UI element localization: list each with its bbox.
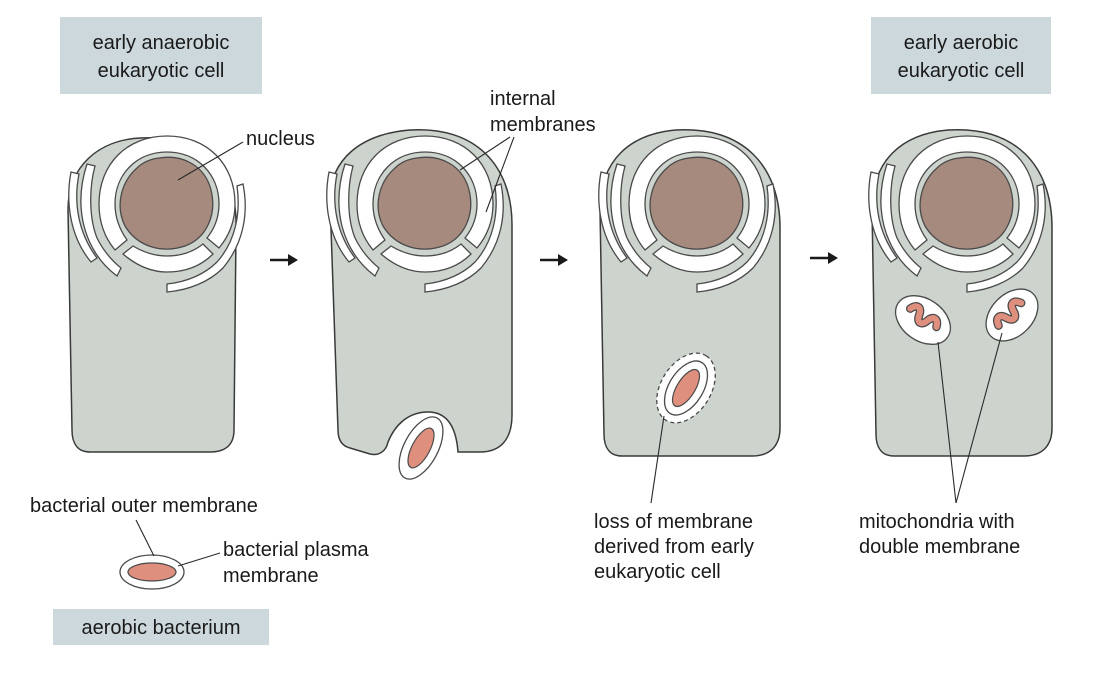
- label-bacterial-outer-membrane: bacterial outer membrane: [30, 495, 258, 557]
- internalized-bacterium: [656, 352, 716, 424]
- mitochondrion-left: [894, 295, 952, 345]
- loss-line2: derived from early: [594, 536, 754, 558]
- title-anaerobic-line2: eukaryotic cell: [98, 60, 225, 82]
- bacterial-plasma-line1: bacterial plasma: [223, 539, 370, 561]
- label-mitochondria: mitochondria with double membrane: [859, 332, 1020, 558]
- arrow-1: [270, 254, 298, 266]
- cell-stage-3: [598, 129, 781, 457]
- label-internal-membranes: internal membranes: [459, 88, 596, 213]
- title-bacterium: aerobic bacterium: [82, 617, 241, 639]
- nucleus-label: nucleus: [246, 128, 315, 150]
- free-bacterium: [119, 554, 185, 590]
- title-aerobic-line2: eukaryotic cell: [898, 60, 1025, 82]
- engulfed-bacterium: [398, 416, 444, 480]
- title-aerobic-line1: early aerobic: [904, 32, 1019, 54]
- arrow-2: [540, 254, 568, 266]
- cell-stage-2: [326, 129, 513, 480]
- cell-stage-4: [868, 129, 1053, 457]
- label-loss-of-membrane: loss of membrane derived from early euka…: [594, 415, 754, 583]
- loss-line3: eukaryotic cell: [594, 561, 721, 583]
- mito-line1: mitochondria with: [859, 511, 1015, 533]
- label-bacterial-plasma-membrane: bacterial plasma membrane: [177, 539, 370, 587]
- title-box-aerobic: early aerobic eukaryotic cell: [871, 17, 1051, 94]
- bacterial-outer-membrane-label: bacterial outer membrane: [30, 495, 258, 517]
- title-box-anaerobic: early anaerobic eukaryotic cell: [60, 17, 262, 94]
- title-box-bacterium: aerobic bacterium: [53, 609, 269, 645]
- label-nucleus: nucleus: [177, 128, 315, 181]
- loss-line1: loss of membrane: [594, 511, 753, 533]
- title-anaerobic-line1: early anaerobic: [93, 32, 230, 54]
- internal-membranes-line1: internal: [490, 88, 556, 110]
- internal-membranes-line2: membranes: [490, 114, 596, 136]
- arrow-3: [810, 252, 838, 264]
- bacterial-plasma-line2: membrane: [223, 565, 319, 587]
- mitochondrion-right: [985, 288, 1039, 342]
- mito-line2: double membrane: [859, 536, 1020, 558]
- cell-stage-1: [67, 135, 246, 453]
